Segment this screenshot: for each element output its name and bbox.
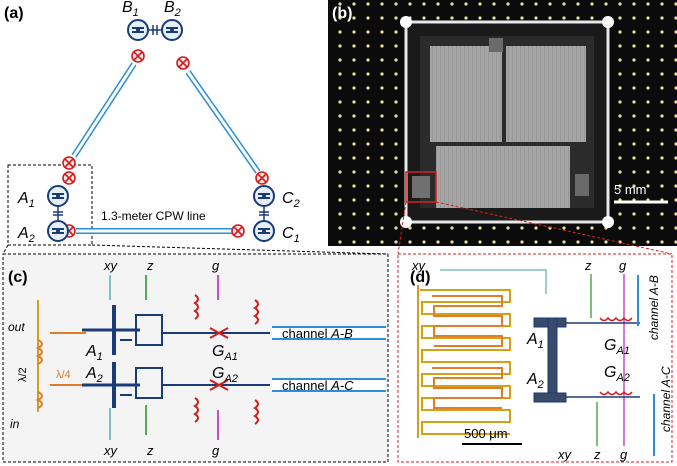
c-ga2-label: GA2 (212, 365, 238, 385)
b1-label: B1 (122, 0, 139, 19)
squid-a2 (135, 367, 163, 399)
d-top-z: z (584, 258, 592, 273)
panel-d-box (397, 253, 673, 463)
qubit-c1-symbol (253, 220, 275, 242)
qubit-c2-symbol (253, 185, 275, 207)
coupler-inductor-1 (193, 294, 199, 320)
squid-a1 (135, 314, 163, 346)
c-ga1-label: GA1 (212, 343, 238, 363)
d-resonator-2 (432, 367, 503, 409)
panel-b: (b) 5 mm (328, 0, 677, 255)
panel-b-label: (b) (332, 5, 352, 22)
c-channel-ab-label: channel A-B (282, 326, 353, 341)
coupler-inductor-4 (253, 399, 259, 425)
qubit-a1-symbol (47, 185, 69, 207)
c-bottom-z: z (146, 443, 154, 458)
d-ga1-label: GA1 (604, 337, 630, 357)
a-dashed-box (7, 164, 93, 246)
c-a1-label: A1 (85, 343, 103, 363)
panel-c-box (2, 253, 389, 463)
d-bottom-xy: xy (557, 447, 573, 462)
d-a2-label: A2 (526, 371, 544, 391)
d-channel-ab-label: channel A-B (647, 275, 661, 340)
c-bottom-xy: xy (103, 443, 119, 458)
coupler-a-top-symbol (62, 156, 76, 170)
qubit-b1-symbol (127, 19, 149, 41)
d-resonator-1 (432, 295, 503, 347)
c-channel-ac-label: channel A-C (282, 378, 354, 393)
resonator-coil-2 (35, 391, 43, 409)
c-top-g: g (212, 258, 220, 273)
coupler-inductor-3 (193, 397, 199, 423)
coupler-b1-symbol (131, 49, 145, 63)
chip-area-2 (506, 46, 586, 142)
d-qubit-a2-pad (533, 392, 567, 403)
port-in: in (10, 417, 20, 431)
c-top-xy: xy (103, 258, 119, 273)
lambda4-label: λ/4 (56, 369, 71, 381)
resonator-coil-1 (35, 339, 43, 365)
coupler-inductor-2 (253, 299, 259, 325)
b2-label: B2 (164, 0, 181, 19)
coupler-c1-symbol (231, 224, 245, 238)
d-channel-ac-label: channel A-C (659, 366, 673, 432)
c-bottom-g: g (212, 443, 220, 458)
chip-scale-label: 5 mm (614, 182, 647, 197)
d-scale-label: 500 μm (464, 426, 508, 441)
d-ga2-label: GA2 (604, 364, 630, 384)
chip-area-3 (436, 146, 570, 208)
qubit-b2-symbol (161, 19, 183, 41)
panel-d: (d) xy z g xy z g A1 A2 GA1 GA2 channel … (397, 253, 673, 463)
d-readout-meander (420, 289, 511, 435)
d-bottom-g: g (620, 447, 628, 462)
coupler-b2-symbol (176, 56, 190, 70)
coupler-c2-symbol (255, 171, 269, 185)
coupler-a-top2-symbol (62, 171, 76, 185)
a2-label: A2 (17, 225, 35, 245)
qubit-a2-symbol (47, 220, 69, 242)
lambda2-label: λ/2 (17, 367, 29, 382)
panel-a: (a) B1 B2 A1 A2 (2, 0, 389, 255)
c2-label: C2 (282, 190, 300, 210)
panel-a-label: (a) (4, 5, 24, 22)
d-bottom-z: z (593, 447, 601, 462)
panel-c: (c) xy z g xy z g out in λ/2 λ/4 A1 A2 (2, 253, 389, 463)
d-top-xy: xy (411, 258, 427, 273)
cpw-length-label: 1.3-meter CPW line (101, 209, 206, 223)
c1-label: C1 (282, 225, 300, 245)
c-a2-label: A2 (85, 365, 103, 385)
port-out: out (8, 320, 25, 334)
panel-c-label: (c) (8, 269, 28, 286)
a1-label: A1 (17, 190, 35, 210)
chip-zoom-box (405, 171, 437, 203)
chip-area-1 (430, 46, 502, 142)
d-a1-label: A1 (526, 331, 544, 351)
d-qubit-spine (547, 317, 558, 401)
panel-d-label: (d) (410, 269, 430, 286)
c-top-z: z (146, 258, 154, 273)
d-top-g: g (619, 258, 627, 273)
